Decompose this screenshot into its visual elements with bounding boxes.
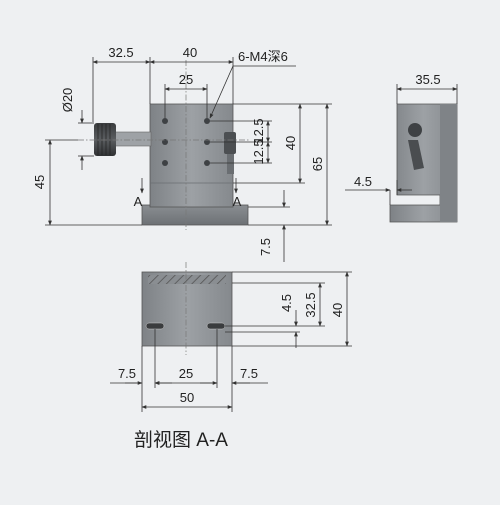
section-mark-left: A <box>134 194 143 209</box>
dim-front-width: 40 <box>183 45 197 60</box>
dim-side-offset: 4.5 <box>354 174 372 189</box>
section-slot-left <box>145 322 165 330</box>
dim-section-total-height: 40 <box>330 303 345 317</box>
side-lock-knob <box>408 123 422 137</box>
knob-knurl <box>97 124 111 155</box>
section-mark-right: A <box>233 194 242 209</box>
hole <box>162 160 168 166</box>
section-view: 7.5 25 7.5 50 40 32.5 4.5 剖视图 A-A <box>110 262 352 451</box>
side-view: 35.5 4.5 <box>345 72 458 223</box>
side-back-plate <box>440 104 457 222</box>
dim-knob-diameter: Ø20 <box>60 88 75 113</box>
dim-section-center: 25 <box>179 366 193 381</box>
lock-lever-stem <box>227 154 234 174</box>
dim-front-height-45: 45 <box>32 175 47 189</box>
dim-side-depth: 35.5 <box>415 72 440 87</box>
hole <box>162 139 168 145</box>
dim-front-hole-label: 6-M4深6 <box>238 49 288 64</box>
dim-front-height-40: 40 <box>283 136 298 150</box>
dim-front-height-65: 65 <box>310 157 325 171</box>
knob-shaft <box>114 131 152 147</box>
dim-section-small-height: 4.5 <box>279 294 294 312</box>
dim-section-left: 7.5 <box>118 366 136 381</box>
dim-section-right: 7.5 <box>240 366 258 381</box>
hole <box>204 139 210 145</box>
section-caption: 剖视图 A-A <box>134 429 228 451</box>
adjustment-knob <box>94 123 116 156</box>
hole <box>204 118 210 124</box>
dim-section-total-width: 50 <box>180 390 194 405</box>
hole <box>162 118 168 124</box>
lock-lever <box>224 132 236 154</box>
hole <box>204 160 210 166</box>
dim-front-base-height: 7.5 <box>258 238 273 256</box>
dim-section-mid-height: 32.5 <box>303 292 318 317</box>
dim-front-hole-span: 25 <box>179 72 193 87</box>
front-view: 32.5 40 25 6-M4深6 Ø20 12.5 12.5 40 <box>32 45 332 262</box>
section-hatch <box>148 275 226 284</box>
section-slot-right <box>206 322 226 330</box>
dim-front-left-offset: 32.5 <box>108 45 133 60</box>
front-mounting-holes <box>162 118 210 166</box>
side-lock-lever <box>408 140 424 170</box>
dim-hole-vertical-upper: 12.5 <box>251 118 266 143</box>
dim-hole-vertical-lower: 12.5 <box>251 139 266 164</box>
